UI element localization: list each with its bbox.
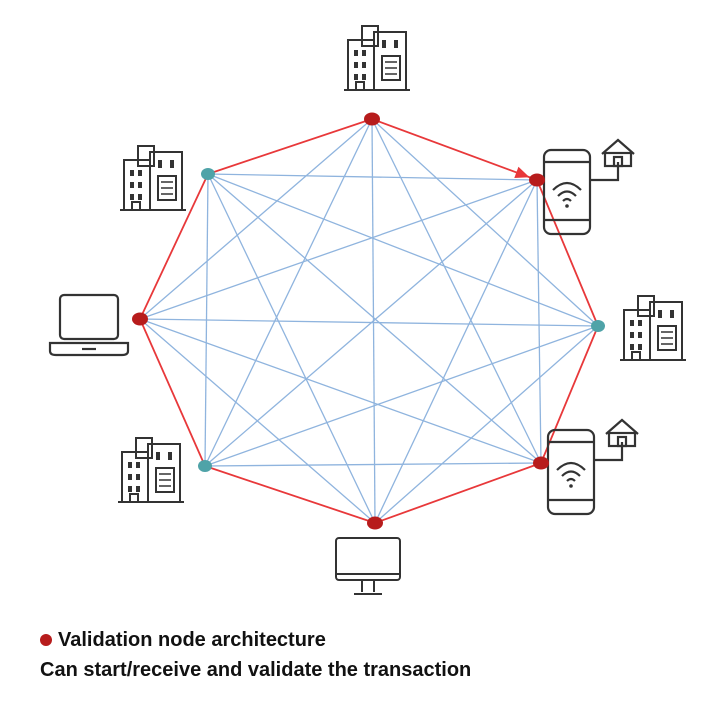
mesh-edge bbox=[374, 325, 599, 524]
validation-node bbox=[132, 312, 148, 326]
smartphone-home-icon bbox=[546, 418, 639, 516]
validation-edge bbox=[139, 173, 209, 320]
node-layer bbox=[132, 112, 605, 530]
mesh-edge bbox=[139, 179, 538, 320]
mesh-edge bbox=[204, 462, 542, 467]
validation-edge bbox=[374, 462, 542, 524]
mesh-edge bbox=[207, 173, 542, 464]
building-icon bbox=[344, 25, 410, 91]
desktop-monitor-icon bbox=[335, 537, 401, 595]
standard-node bbox=[201, 168, 215, 180]
legend-title: Validation node architecture bbox=[58, 628, 326, 651]
legend-description: Can start/receive and validate the trans… bbox=[40, 658, 472, 681]
legend: Validation node architecture Can start/r… bbox=[40, 625, 471, 685]
mesh-edge bbox=[207, 173, 599, 327]
edge-layer bbox=[139, 118, 599, 524]
validation-edge bbox=[207, 118, 373, 175]
standard-node bbox=[591, 320, 605, 332]
mesh-edge bbox=[139, 318, 376, 524]
mesh-edge bbox=[371, 118, 542, 464]
mesh-edge bbox=[204, 325, 599, 467]
validation-edge bbox=[371, 118, 538, 181]
mesh-edge bbox=[207, 173, 376, 524]
validation-edge bbox=[204, 465, 376, 524]
mesh-edge bbox=[204, 173, 209, 467]
validation-node bbox=[364, 112, 380, 126]
building-icon bbox=[620, 295, 686, 361]
laptop-icon bbox=[48, 293, 130, 357]
validation-edge bbox=[540, 325, 599, 464]
legend-row-2: Can start/receive and validate the trans… bbox=[40, 655, 471, 685]
mesh-edge bbox=[139, 318, 599, 327]
mesh-edge bbox=[536, 179, 542, 464]
standard-node bbox=[198, 460, 212, 472]
validation-node bbox=[529, 173, 545, 187]
mesh-edge bbox=[139, 118, 373, 320]
legend-red-dot bbox=[40, 634, 52, 646]
mesh-edge bbox=[204, 118, 373, 467]
building-icon bbox=[120, 145, 186, 211]
legend-row-1: Validation node architecture bbox=[40, 625, 471, 655]
validation-edge bbox=[139, 318, 206, 467]
building-icon bbox=[118, 437, 184, 503]
validation-edge bbox=[536, 179, 599, 327]
validation-node bbox=[367, 516, 383, 530]
network-diagram bbox=[48, 25, 686, 595]
icon-layer bbox=[48, 25, 686, 595]
mesh-edge bbox=[207, 173, 538, 181]
mesh-edge bbox=[371, 118, 599, 327]
smartphone-home-icon bbox=[542, 138, 635, 236]
mesh-edge bbox=[374, 179, 538, 524]
arrow-head bbox=[514, 166, 530, 178]
validation-node bbox=[533, 456, 549, 470]
